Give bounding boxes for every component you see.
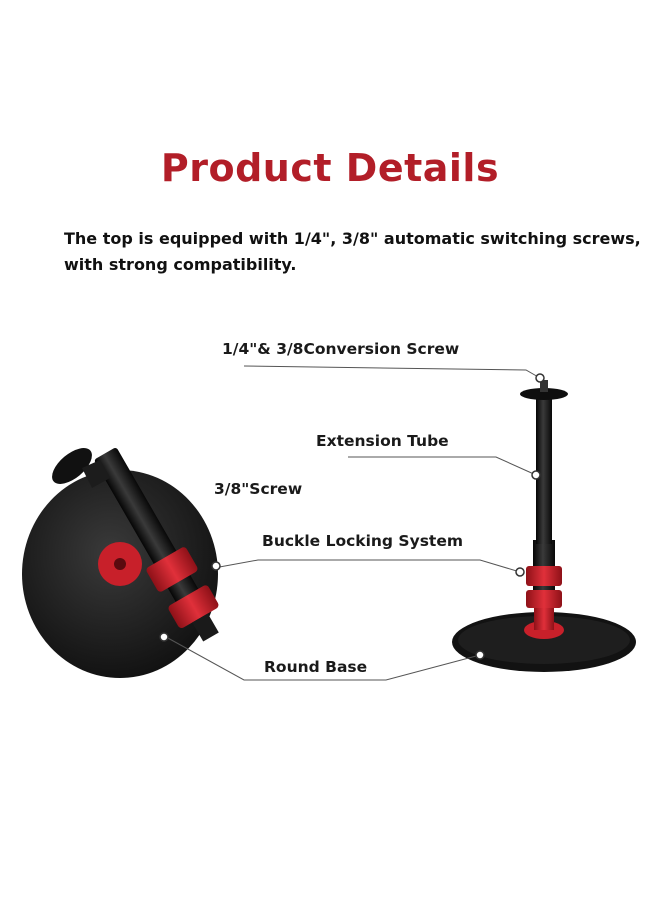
callout-conversion-screw: 1/4"& 3/8Conversion Screw: [222, 340, 460, 358]
right-top-plate: [520, 388, 568, 400]
callout-dots: [159, 373, 545, 660]
page-title: Product Details: [160, 146, 500, 190]
callout-lines: [165, 365, 541, 681]
product-description: The top is equipped with 1/4", 3/8" auto…: [64, 229, 641, 274]
callout-round-base: Round Base: [264, 658, 368, 676]
callout-38-screw: 3/8"Screw: [214, 480, 303, 498]
left-stand: [22, 447, 219, 678]
right-stand: [452, 380, 636, 672]
right-buckle-clamp: [526, 566, 562, 586]
left-top-plate: [52, 448, 92, 484]
callout-extension-tube: Extension Tube: [316, 432, 449, 450]
callout-buckle-locking-system: Buckle Locking System: [262, 532, 463, 550]
right-extension-tube: [536, 398, 552, 544]
left-buckle-clamp: [146, 547, 198, 592]
